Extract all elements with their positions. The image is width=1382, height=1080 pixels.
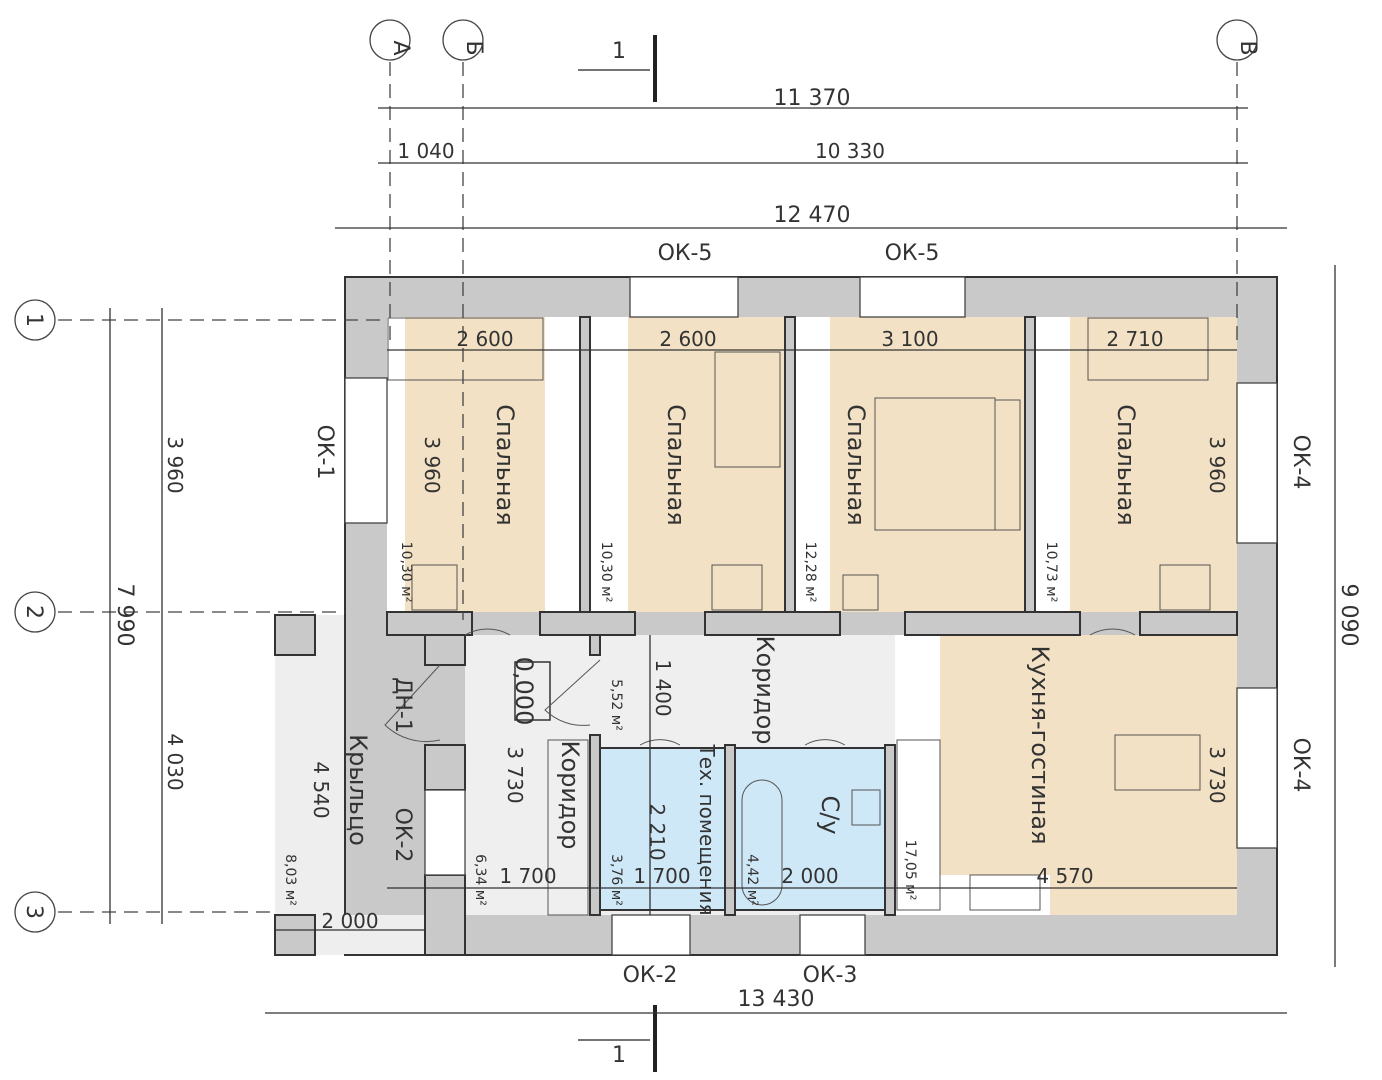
label-dn1: ДН-1 [390,677,415,733]
room-name-tech: Тех. помещения [695,743,719,915]
room-area-bed4: 10,73 м² [1043,542,1059,603]
dim-1040: 1 040 [397,139,454,163]
room-name-kitchen: Кухня-гостиная [1026,645,1054,844]
window-ok5-a [629,276,739,318]
dim-12470: 12 470 [774,203,851,228]
window-ok2-porch [424,789,466,876]
room-name-corridor-entry: Коридор [556,740,584,849]
bathroom [734,747,886,911]
dim-9090: 9 090 [1336,584,1361,647]
window-ok5-b [859,276,966,318]
dim-porch-w: 2 000 [321,909,378,933]
section-label-bottom: 1 [612,1043,626,1068]
room-name-porch: Крыльцо [344,734,372,846]
window-ok1 [344,377,388,524]
room-name-bed1: Спальная [491,404,519,525]
furniture [384,317,1211,916]
axis-1: 1 [21,313,46,327]
room-area-wc: 4,42 м² [744,854,760,906]
section-label-top: 1 [612,39,626,64]
room-area-kitchen: 17,05 м² [902,840,918,901]
axis-v: В [1235,40,1260,55]
room-area-corridor: 5,52 м² [608,679,624,731]
room-name-wc: С/у [816,795,844,834]
window-ok3 [799,914,866,956]
window-ok4-a [1236,382,1278,544]
bedroom-2 [628,317,785,612]
dim-wc-w: 2 000 [781,864,838,888]
room-name-bed4: Спальная [1112,404,1140,525]
axis-3: 3 [21,905,46,919]
dim-4030: 4 030 [163,733,187,790]
label-ok5-b: ОК-5 [885,241,940,266]
label-ok1: ОК-1 [312,425,337,480]
room-name-bed2: Спальная [662,404,690,525]
label-ok2-porch: ОК-2 [390,808,415,863]
dim-bed3-w: 3 100 [881,327,938,351]
dim-bed4-w: 2 710 [1106,327,1163,351]
bedroom-1 [405,317,545,612]
room-area-bed1: 10,30 м² [398,542,414,603]
level-mark: 0,000 [510,657,538,726]
dim-bed2-w: 2 600 [659,327,716,351]
room-area-bed3: 12,28 м² [802,542,818,603]
dim-10330: 10 330 [815,139,885,163]
dim-tech-h: 2 210 [645,803,669,860]
room-area-bed2: 10,30 м² [598,542,614,603]
dim-corr2: 1 400 [651,659,675,716]
dim-bed1-w: 2 600 [456,327,513,351]
dim-kitchen-h: 3 730 [1205,746,1229,803]
dim-bed1-h: 3 960 [420,436,444,493]
room-area-porch: 8,03 м² [282,854,298,906]
dimension-lines [109,107,1336,1014]
dim-11370: 11 370 [774,86,851,111]
axis-b: Б [461,40,486,55]
label-ok5-a: ОК-5 [658,241,713,266]
dim-13430: 13 430 [738,987,815,1012]
section-marks [578,35,657,1072]
label-ok4-a: ОК-4 [1288,435,1313,490]
room-area-tech: 3,76 м² [608,854,624,906]
dim-kitchen-w: 4 570 [1036,864,1093,888]
tech-room [599,747,726,911]
room-name-corridor: Коридор [751,635,779,744]
bedroom-4 [1070,317,1237,612]
axis-a: А [388,40,413,55]
dim-porch-h: 4 540 [309,761,333,818]
dim-7990: 7 990 [112,584,137,647]
label-ok2: ОК-2 [623,963,678,988]
label-ok4-b: ОК-4 [1288,738,1313,793]
window-ok2 [611,914,691,956]
room-name-bed3: Спальная [842,404,870,525]
axis-markers [14,19,1258,933]
window-ok4-b [1236,687,1278,849]
dim-tech-w: 1 700 [633,864,690,888]
label-ok3: ОК-3 [803,963,858,988]
dim-3960: 3 960 [163,436,187,493]
kitchen-living [940,635,1237,875]
dim-corr-w: 1 700 [499,864,556,888]
room-area-corridor-entry: 6,34 м² [472,854,488,906]
dim-corr-h: 3 730 [503,746,527,803]
axis-2: 2 [21,605,46,619]
dim-bed4-h: 3 960 [1205,436,1229,493]
bedroom-3 [830,317,1025,612]
